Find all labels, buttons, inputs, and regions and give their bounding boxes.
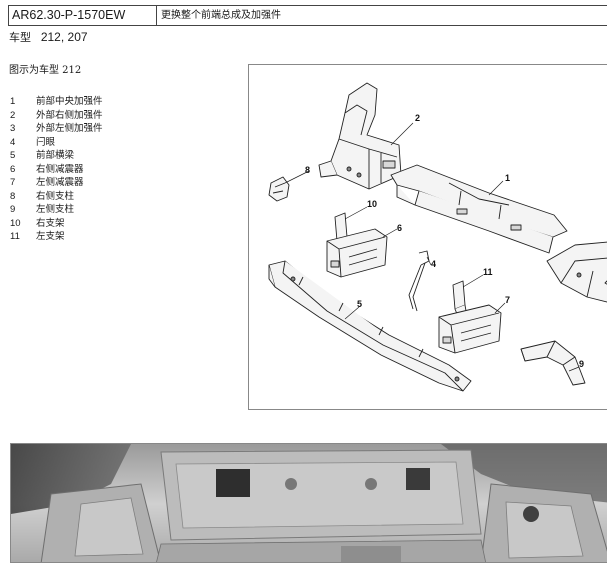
callout-9: 9: [579, 359, 584, 369]
model-value: 212, 207: [40, 30, 88, 44]
part-number: 6: [10, 163, 16, 175]
outer-left-reinforcement-drawing: [546, 241, 607, 303]
list-item: 10 右支架: [10, 217, 103, 231]
list-item: 7 左侧减震器: [10, 176, 103, 190]
document-title: 更换整个前端总成及加强件: [161, 10, 281, 21]
list-item: 11 左支架: [10, 230, 103, 244]
part-name: 右侧减震器: [36, 163, 84, 175]
part-name: 左侧减震器: [36, 177, 84, 188]
list-item: 8 右侧支柱: [10, 190, 103, 204]
list-item: 2 外部右侧加强件: [10, 109, 103, 123]
callout-7: 7: [505, 295, 510, 305]
part-number: 5: [10, 150, 16, 161]
part-number: 3: [10, 123, 16, 134]
model-label: 车型: [9, 31, 31, 44]
callout-11: 11: [483, 267, 493, 277]
list-item: 5 前部横梁: [10, 149, 103, 163]
front-cross-member-drawing: [268, 260, 472, 392]
list-item: 1 前部中央加强件: [10, 95, 103, 109]
part-name: 右侧支柱: [36, 190, 75, 202]
callout-4: 4: [431, 259, 436, 269]
part-number: 8: [10, 190, 16, 202]
left-shock-absorber-drawing: [438, 304, 502, 354]
part-number: 11: [10, 231, 20, 242]
callout-1: 1: [505, 173, 510, 183]
document-code: AR62.30-P-1570EW: [9, 6, 157, 25]
callout-5: 5: [357, 299, 362, 309]
part-number: 9: [10, 204, 16, 215]
list-item: 4 闩眼: [10, 136, 103, 150]
part-name: 前部横梁: [36, 150, 75, 161]
part-number: 1: [10, 96, 16, 107]
right-pillar-drawing: [268, 176, 290, 202]
callout-10: 10: [367, 199, 377, 209]
figure-caption: 图示为车型 212: [9, 65, 82, 76]
document-header: AR62.30-P-1570EW 更换整个前端总成及加强件: [8, 5, 607, 26]
list-item: 3 外部左侧加强件: [10, 122, 103, 136]
part-name: 外部左侧加强件: [36, 123, 103, 134]
model-line: 车型 212, 207: [9, 29, 88, 46]
part-number: 4: [10, 136, 16, 148]
part-name: 左支架: [36, 231, 65, 242]
part-name: 左侧支柱: [36, 204, 75, 215]
callout-6: 6: [397, 223, 402, 233]
part-name: 前部中央加强件: [36, 96, 103, 107]
vehicle-front-photo: [10, 443, 607, 563]
part-number: 10: [10, 217, 21, 229]
part-name: 闩眼: [36, 136, 56, 148]
front-center-reinforcement-drawing: [390, 164, 568, 254]
part-number: 2: [10, 109, 16, 121]
part-name: 外部右侧加强件: [36, 109, 103, 121]
list-item: 9 左侧支柱: [10, 203, 103, 217]
callout-8: 8: [305, 165, 310, 175]
left-pillar-drawing: [520, 340, 586, 386]
part-number: 7: [10, 177, 16, 188]
exploded-parts-diagram: 2 8 1 10 6 4 5 11 7 9: [248, 64, 607, 410]
outer-right-reinforcement-drawing: [318, 82, 402, 190]
parts-list: 1 前部中央加强件 2 外部右侧加强件 3 外部左侧加强件 4 闩眼 5 前部横梁 6 右侧…: [10, 95, 103, 244]
part-name: 右支架: [36, 217, 65, 229]
callout-2: 2: [415, 113, 420, 123]
right-shock-absorber-drawing: [326, 228, 388, 278]
striker-loop-drawing: [408, 250, 430, 312]
list-item: 6 右侧减震器: [10, 163, 103, 177]
